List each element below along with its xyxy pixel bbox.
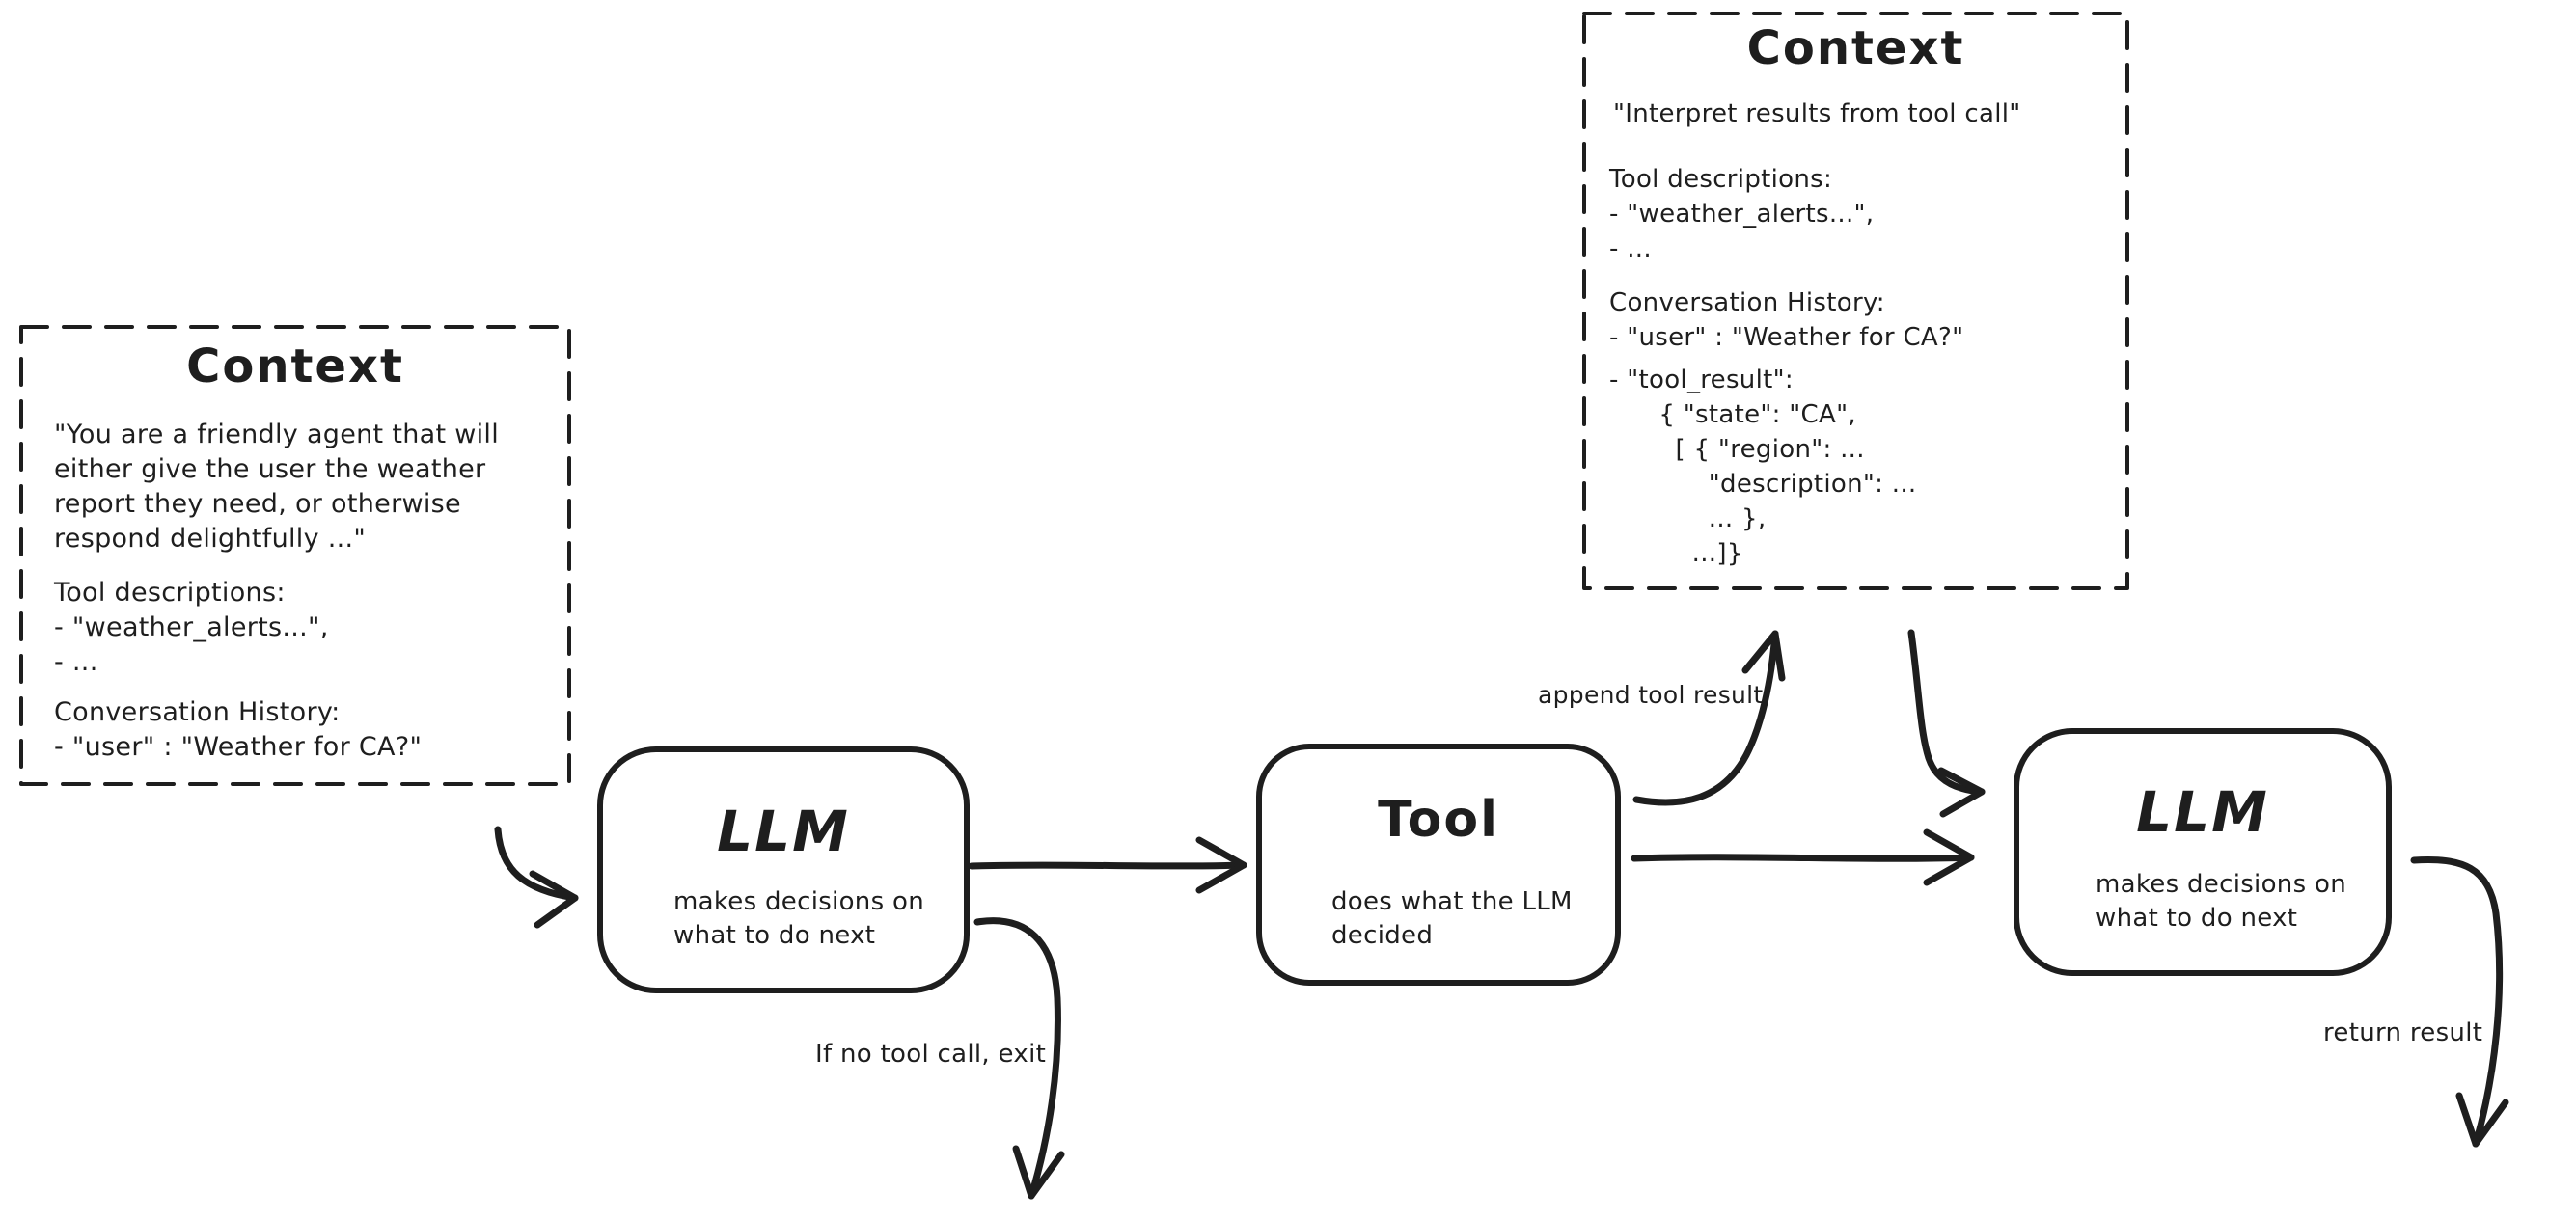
context-left-conversation-history: Conversation History: - "user" : "Weathe… bbox=[54, 697, 423, 762]
context-right-tool-result: - "tool_result": { "state": "CA", [ { "r… bbox=[1609, 366, 1917, 568]
context-right-tool-descriptions: Tool descriptions: - "weather_alerts..."… bbox=[1609, 165, 1875, 263]
edge-context-left-to-llm1 bbox=[494, 826, 579, 902]
edge-tool-to-llm2-arrowhead bbox=[1923, 828, 1975, 886]
node-tool-subtitle: does what the LLM decided bbox=[1331, 887, 1573, 950]
edge-label-append-tool-result: append tool result bbox=[1538, 681, 1764, 709]
context-left-system-prompt: "You are a friendly agent that will eith… bbox=[54, 420, 500, 554]
edge-tool-to-context-right-arrowhead bbox=[1741, 630, 1786, 682]
context-right-conversation-history: Conversation History: - "user" : "Weathe… bbox=[1609, 288, 1964, 352]
node-tool-outline bbox=[1256, 744, 1621, 986]
edge-label-no-tool-call-exit: If no tool call, exit bbox=[815, 1040, 1047, 1069]
edge-llm2-return bbox=[2410, 856, 2504, 1148]
edge-llm1-to-tool-arrowhead bbox=[1195, 836, 1247, 894]
node-llm2-title: LLM bbox=[2136, 779, 2269, 845]
context-right-outline bbox=[1582, 12, 2129, 590]
edge-context-right-to-llm2-arrowhead bbox=[1937, 767, 1986, 818]
node-llm1-outline bbox=[597, 746, 970, 993]
context-right-title: Context bbox=[1746, 21, 1965, 75]
edge-label-return-result: return result bbox=[2323, 1018, 2483, 1047]
context-right-instruction: "Interpret results from tool call" bbox=[1613, 99, 2021, 128]
edge-context-left-to-llm1-arrowhead bbox=[529, 870, 579, 929]
edge-llm2-return-arrowhead bbox=[2455, 1092, 2509, 1148]
edge-llm1-to-tool bbox=[968, 861, 1247, 870]
edge-context-right-to-llm2 bbox=[1907, 629, 1986, 796]
node-llm1-subtitle: makes decisions on what to do next bbox=[673, 887, 924, 950]
edge-llm1-exit bbox=[973, 917, 1061, 1200]
context-left-title: Context bbox=[186, 339, 404, 393]
context-left-outline bbox=[19, 325, 571, 786]
edge-tool-to-llm2 bbox=[1631, 854, 1975, 862]
edge-tool-to-context-right bbox=[1632, 630, 1779, 806]
node-llm2-subtitle: makes decisions on what to do next bbox=[2096, 870, 2346, 933]
node-llm1-title: LLM bbox=[717, 799, 850, 864]
node-tool-title: Tool bbox=[1378, 791, 1499, 849]
context-left-tool-descriptions: Tool descriptions: - "weather_alerts..."… bbox=[54, 578, 329, 677]
edge-llm1-exit-arrowhead bbox=[1012, 1145, 1065, 1200]
node-llm2-outline bbox=[2014, 728, 2392, 976]
